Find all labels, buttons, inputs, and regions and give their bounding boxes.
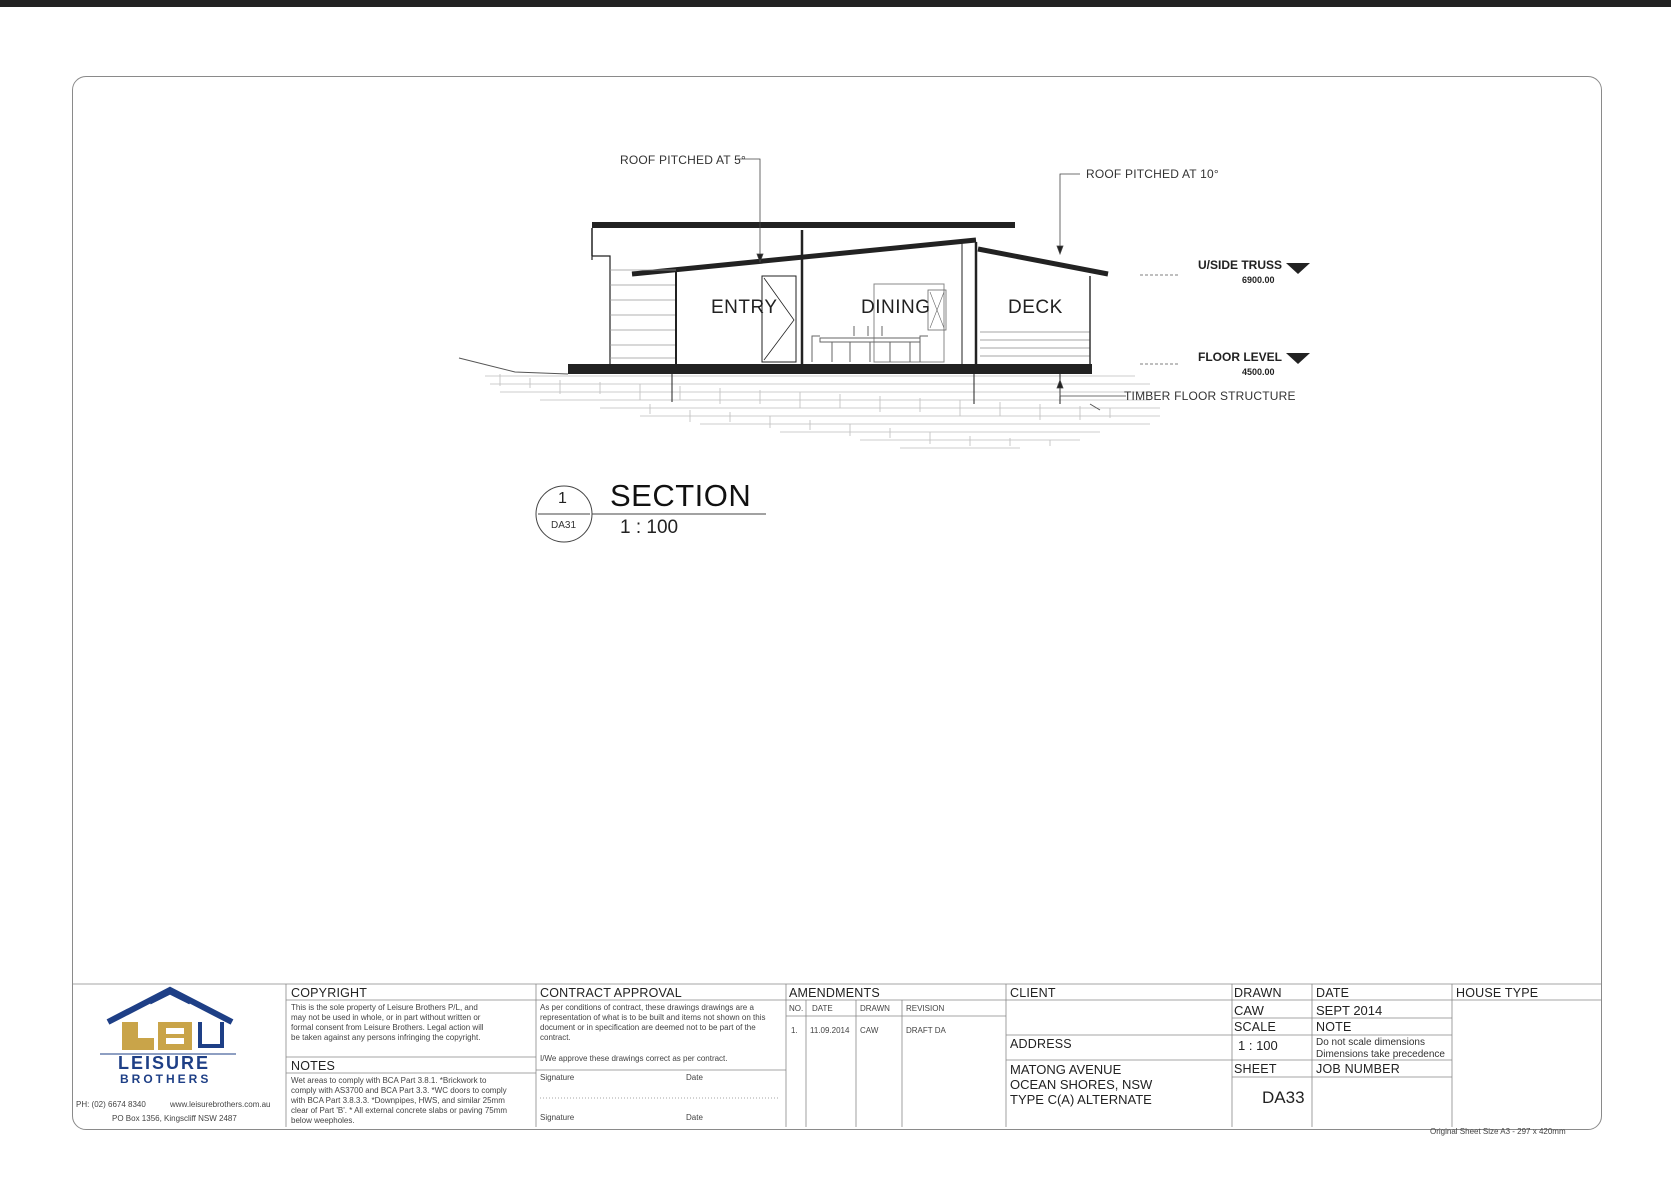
contract-heading: CONTRACT APPROVAL (540, 986, 682, 1000)
leaders (738, 158, 1126, 397)
sheet-value: DA33 (1262, 1088, 1305, 1107)
note-line-2: Dimensions take precedence (1316, 1049, 1445, 1060)
notes-heading: NOTES (291, 1059, 336, 1073)
timber-floor-label: TIMBER FLOOR STRUCTURE (1124, 389, 1296, 403)
signature-label-1: Signature (540, 1073, 575, 1082)
drawn-label: DRAWN (1234, 986, 1282, 1000)
sheet-size-note: Original Sheet Size A3 - 297 x 420mm (1430, 1127, 1566, 1136)
logo-graphic (100, 986, 236, 1055)
amendments-heading: AMENDMENTS (789, 986, 880, 1000)
roof-10-deg (977, 246, 1109, 277)
room-entry-label: ENTRY (711, 297, 778, 318)
section-sheet-ref: DA31 (551, 520, 577, 531)
level-truss-value: 6900.00 (1242, 275, 1275, 285)
job-number-label: JOB NUMBER (1316, 1062, 1400, 1076)
level-floor-value: 4500.00 (1242, 367, 1275, 377)
left-wall (591, 255, 611, 364)
contact-phone: PH: (02) 6674 8340 (76, 1100, 146, 1109)
section-number: 1 (558, 490, 567, 507)
contract-approve: I/We approve these drawings correct as p… (540, 1054, 728, 1063)
contact-web: www.leisurebrothers.com.au (170, 1100, 271, 1109)
floor-slab (568, 364, 1092, 374)
copyright-text: This is the sole property of Leisure Bro… (291, 1003, 484, 1042)
house-type-label: HOUSE TYPE (1456, 986, 1539, 1000)
copyright-heading: COPYRIGHT (291, 986, 368, 1000)
level-markers (1140, 263, 1310, 365)
address-line-2: OCEAN SHORES, NSW (1010, 1077, 1153, 1092)
note-line-1: Do not scale dimensions (1316, 1037, 1425, 1048)
amend-row-no: 1. (791, 1026, 798, 1035)
address-heading: ADDRESS (1010, 1037, 1072, 1051)
top-border (0, 0, 1671, 7)
deck-balustrade (980, 276, 1091, 364)
section-marker (535, 485, 766, 543)
logo-word: LEISURE (118, 1053, 211, 1073)
roof-10-label: ROOF PITCHED AT 10° (1086, 167, 1219, 181)
amend-row-revision: DRAFT DA (906, 1026, 946, 1035)
note-label: NOTE (1316, 1020, 1352, 1034)
ground-line (458, 357, 1101, 411)
roof-5-deg (631, 237, 977, 277)
scale-value: 1 : 100 (1238, 1038, 1278, 1053)
amend-col-revision: REVISION (906, 1004, 945, 1013)
logo-sub: BROTHERS (120, 1072, 212, 1086)
roof-5-label: ROOF PITCHED AT 5° (620, 153, 746, 167)
notes-text: Wet areas to comply with BCA Part 3.8.1.… (291, 1076, 508, 1125)
entry-door (761, 275, 797, 363)
title-block-grid (72, 983, 1602, 1127)
ground-hatch (485, 374, 1160, 449)
level-floor-name: FLOOR LEVEL (1198, 350, 1282, 364)
room-deck-label: DECK (1008, 297, 1063, 318)
drawn-value: CAW (1234, 1003, 1264, 1018)
scale-label: SCALE (1234, 1020, 1276, 1034)
date-label-1: Date (686, 1073, 703, 1082)
building (568, 222, 1109, 404)
amend-row-date: 11.09.2014 (810, 1026, 850, 1035)
room-dining-label: DINING (861, 297, 931, 318)
sheet-label: SHEET (1234, 1062, 1277, 1076)
amend-col-drawn: DRAWN (860, 1004, 890, 1013)
contact-po: PO Box 1356, Kingscliff NSW 2487 (112, 1114, 237, 1123)
client-heading: CLIENT (1010, 986, 1056, 1000)
amend-col-date: DATE (812, 1004, 833, 1013)
address-line-1: MATONG AVENUE (1010, 1062, 1122, 1077)
date-label-2: Date (686, 1113, 703, 1122)
amend-row-drawn: CAW (860, 1026, 879, 1035)
contract-text: As per conditions of contract, these dra… (540, 1003, 766, 1042)
address-line-3: TYPE C(A) ALTERNATE (1010, 1092, 1152, 1107)
sheet-frame (72, 76, 1602, 1130)
level-truss-name: U/SIDE TRUSS (1198, 258, 1283, 272)
dining-furniture (811, 326, 928, 362)
dining-window (873, 283, 945, 363)
date-value: SEPT 2014 (1316, 1003, 1383, 1018)
section-title: SECTION (610, 478, 752, 513)
date-label: DATE (1316, 986, 1350, 1000)
signature-label-2: Signature (540, 1113, 575, 1122)
cladding (610, 269, 676, 359)
amend-col-no: NO. (789, 1004, 804, 1013)
roof-main (592, 222, 1015, 228)
section-scale: 1 : 100 (620, 517, 679, 538)
